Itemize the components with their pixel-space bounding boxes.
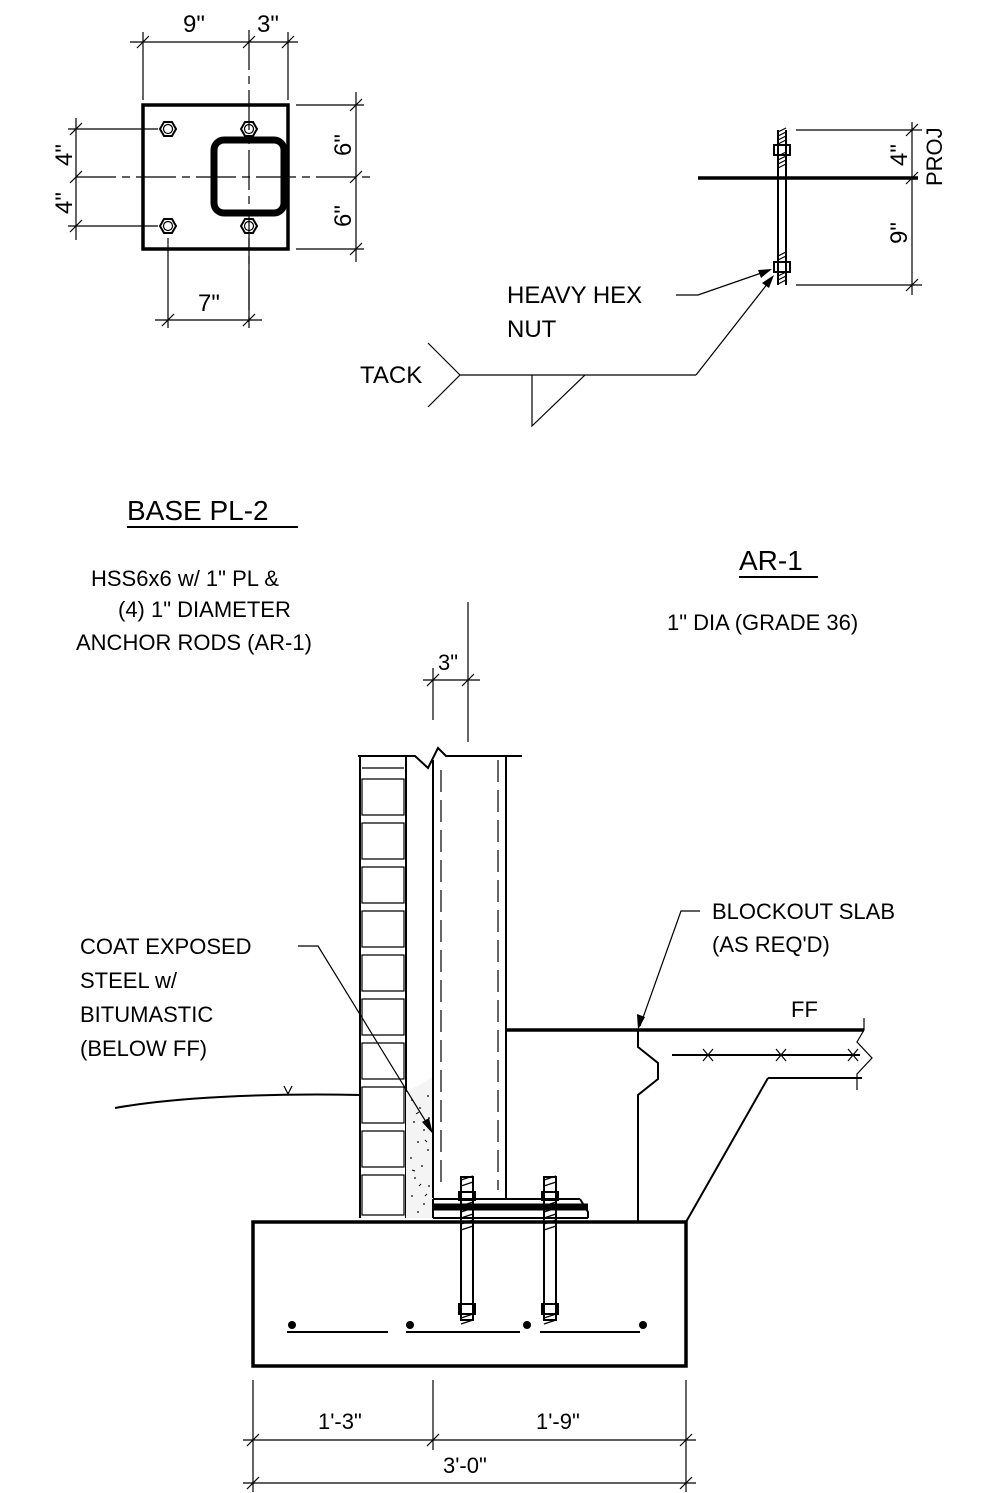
top-hex-nut	[773, 144, 791, 156]
fillet-weld-symbol	[531, 374, 586, 428]
anchor-rod-title: AR-1	[739, 545, 803, 576]
plan-dim-bottom: 7"	[198, 290, 220, 317]
coat-leader	[298, 945, 432, 1131]
blockout-leader	[639, 910, 700, 1027]
slab-break-line	[856, 1018, 873, 1090]
titles: BASE PL-2 HSS6x6 w/ 1" PL & (4) 1" DIAME…	[76, 495, 858, 655]
finish-floor-label: FF	[791, 997, 818, 1022]
concrete-footing	[251, 1220, 688, 1368]
foundation-section: 3"	[80, 602, 895, 1492]
base-plate-title: BASE PL-2	[127, 495, 269, 526]
section-dim-top: 3"	[438, 650, 458, 675]
weld-arrow-line	[695, 277, 773, 376]
plan-dimension-left	[68, 118, 158, 240]
anchor-bolt-nut	[239, 121, 259, 137]
plan-dim-right-bottom: 6"	[330, 205, 357, 227]
slab-edge	[506, 1018, 873, 1223]
section-anchor-rod	[541, 1175, 559, 1325]
grout-fill	[406, 1076, 433, 1218]
anchor-rod-threads-top	[777, 127, 787, 169]
weld-label: TACK	[360, 362, 422, 389]
anchor-rod-detail: 4" PROJ 9" HEAVY HEX NUT TACK	[360, 122, 947, 428]
footing-dimension-lines	[243, 1380, 696, 1492]
base-note-line3: ANCHOR RODS (AR-1)	[76, 630, 312, 655]
coat-note-line2: STEEL w/	[80, 968, 178, 993]
rod-dim-embed: 9"	[886, 222, 913, 244]
weld-symbol-reference-line	[427, 342, 461, 408]
footing-dim-left: 1'-3"	[318, 1409, 362, 1434]
grade-line-tick	[283, 1085, 293, 1096]
coat-note-line3: BITUMASTIC	[80, 1002, 213, 1027]
footing-dim-total: 3'-0"	[443, 1453, 487, 1478]
base-note-line2: (4) 1" DIAMETER	[118, 597, 291, 622]
heavy-hex-nut	[773, 261, 791, 273]
section-dim-tick	[426, 673, 440, 687]
coat-note-line4: (BELOW FF)	[80, 1036, 207, 1061]
plan-dimension-top	[130, 32, 298, 100]
blockout-note-line2: (AS REQ'D)	[712, 932, 830, 957]
anchor-rod-threads-bottom	[777, 251, 787, 285]
plan-dim-right-top: 6"	[330, 134, 357, 156]
slab-rebar-ties	[702, 1048, 859, 1062]
weld-arrow-head	[762, 275, 774, 288]
anchor-bolt-nut	[158, 218, 178, 234]
hex-nut-leader-arrow	[758, 269, 772, 278]
coat-leader-arrow	[422, 1118, 433, 1134]
blockout-note-line1: BLOCKOUT SLAB	[712, 899, 895, 924]
footing-reinforcement	[287, 1321, 647, 1333]
plan-dim-top-right: 3"	[257, 11, 279, 38]
anchor-bolt-nut	[158, 121, 178, 137]
section-anchor-rod	[458, 1175, 476, 1325]
hex-nut-leader	[676, 269, 771, 296]
plan-dim-left-bottom: 4"	[51, 192, 78, 214]
base-plate-plan: 9" 3" 4" 4" 6" 6"	[51, 11, 370, 328]
grade-line	[114, 1093, 361, 1109]
plan-dimension-right	[296, 92, 364, 262]
plan-dimension-bottom	[155, 238, 262, 328]
rod-dim-proj: 4"	[886, 144, 913, 166]
masonry-wall	[359, 756, 407, 1218]
rod-proj-label: PROJ	[922, 127, 947, 186]
base-note-line1: HSS6x6 w/ 1" PL &	[91, 566, 279, 591]
section-dim-tick	[461, 673, 475, 687]
anchor-rod-note: 1" DIA (GRADE 36)	[667, 610, 858, 635]
hex-nut-label-line2: NUT	[507, 316, 557, 343]
anchor-bolt-nut	[239, 218, 259, 234]
rod-dimension-lines	[796, 122, 922, 295]
plan-dim-left-top: 4"	[51, 144, 78, 166]
footing-dim-right: 1'-9"	[536, 1409, 580, 1434]
hex-nut-label-line1: HEAVY HEX	[507, 282, 642, 309]
coat-note-line1: COAT EXPOSED	[80, 934, 252, 959]
plan-dim-top-left: 9"	[183, 11, 205, 38]
blockout-leader-arrow	[637, 1014, 645, 1030]
section-base-plate	[432, 1198, 589, 1219]
